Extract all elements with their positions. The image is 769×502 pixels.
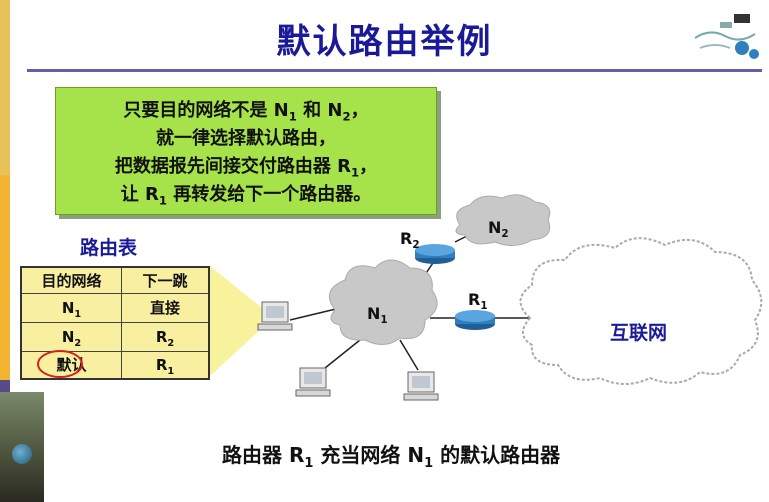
note-line-2: 就一律选择默认路由， xyxy=(156,128,336,149)
row-2-dest: N2 xyxy=(22,323,122,352)
host-left-icon xyxy=(257,301,293,331)
network-n2-cloud xyxy=(455,194,551,246)
router-r1-icon xyxy=(455,310,495,330)
highlight-circle xyxy=(37,350,83,378)
note-line-1: 只要目的网络不是 N1 和 N2， xyxy=(123,100,369,124)
n1-label: N1 xyxy=(367,304,388,327)
row-2-hop: R2 xyxy=(122,323,208,352)
network-logo-icon xyxy=(694,14,759,59)
globe-icon xyxy=(12,444,32,464)
left-strip-top xyxy=(0,0,10,175)
left-strip-middle xyxy=(0,175,10,380)
row-1-dest: N1 xyxy=(22,294,122,323)
route-table-title: 路由表 xyxy=(80,237,138,259)
n2-label: N2 xyxy=(488,218,509,241)
diagram-caption: 路由器 R1 充当网络 N1 的默认路由器 xyxy=(222,443,561,471)
note-line-4: 让 R1 再转发给下一个路由器。 xyxy=(120,184,372,208)
network-n1-cloud xyxy=(328,259,438,345)
host-bottom-left-icon xyxy=(295,367,331,397)
slide-title: 默认路由举例 xyxy=(276,22,493,62)
note-line-3: 把数据报先间接交付路由器 R1， xyxy=(114,156,378,180)
r2-label: R2 xyxy=(400,229,420,252)
route-table: 目的网络 下一跳 N1 直接 N2 R2 默认 R1 xyxy=(20,266,210,380)
default-route-note: 只要目的网络不是 N1 和 N2， 就一律选择默认路由， 把数据报先间接交付路由… xyxy=(55,87,437,215)
internet-label: 互联网 xyxy=(610,322,668,344)
row-1-hop: 直接 xyxy=(122,294,208,323)
internet-cloud xyxy=(519,237,763,385)
webcam-overlay xyxy=(0,392,44,502)
router-r2-icon xyxy=(415,244,455,264)
row-3-hop: R1 xyxy=(155,356,175,377)
title-underline xyxy=(27,69,762,72)
header-next-hop: 下一跳 xyxy=(122,268,208,294)
network-diagram xyxy=(257,194,763,401)
host-bottom-right-icon xyxy=(403,371,439,401)
table-beam xyxy=(210,266,262,376)
r1-label: R1 xyxy=(468,290,488,313)
header-dest: 目的网络 xyxy=(22,268,122,294)
